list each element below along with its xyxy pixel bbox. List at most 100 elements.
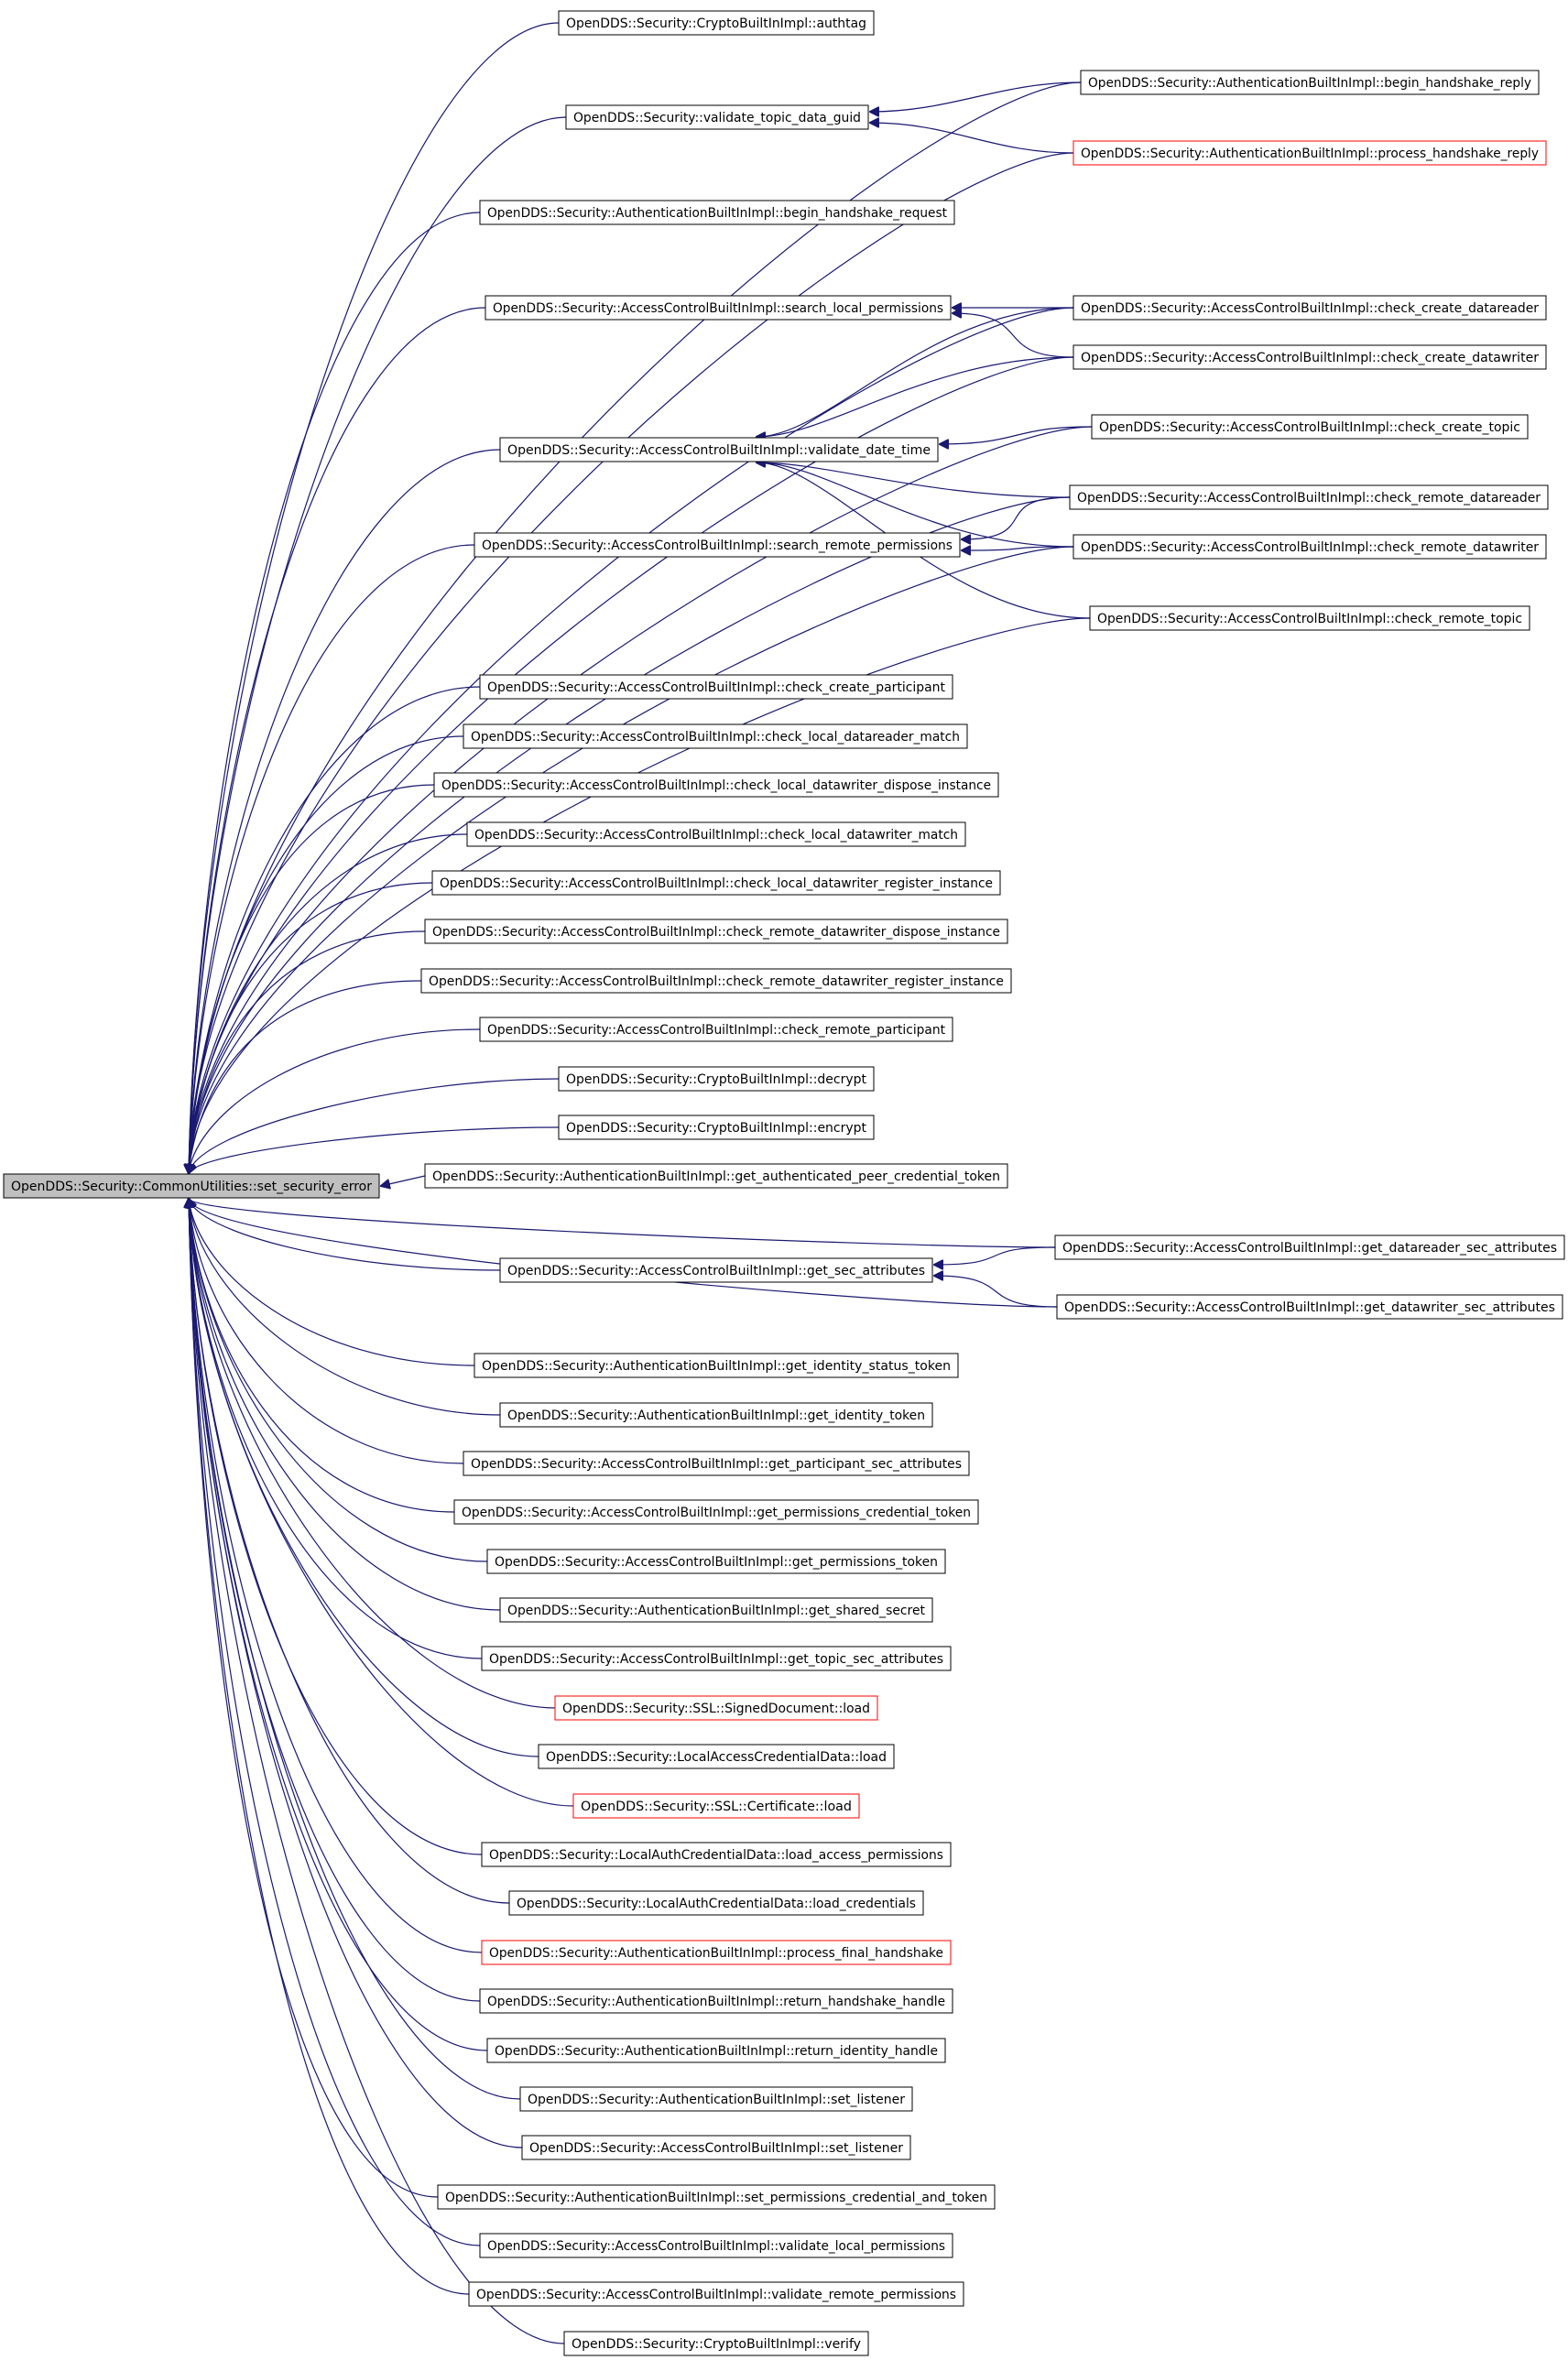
caller-function-node[interactable]: OpenDDS::Security::AccessControlBuiltInI… [463, 1451, 970, 1476]
node-box [463, 1451, 970, 1476]
node-box [420, 968, 1012, 994]
caller-function-node[interactable]: OpenDDS::Security::AccessControlBuiltInI… [499, 437, 939, 462]
caller-function-node[interactable]: OpenDDS::Security::AccessControlBuiltInI… [479, 674, 953, 700]
caller-function-node[interactable]: OpenDDS::Security::AuthenticationBuiltIn… [479, 1988, 953, 2014]
call-edge [189, 1199, 556, 1709]
call-edge [189, 1199, 523, 2148]
node-box [554, 1695, 878, 1721]
caller-function-node[interactable]: OpenDDS::Security::AccessControlBuiltInI… [479, 1017, 953, 1042]
node-box [499, 437, 939, 462]
node-box [481, 1940, 952, 1965]
caller-function-node[interactable]: OpenDDS::Security::AccessControlBuiltInI… [433, 772, 999, 798]
call-edge [189, 496, 1071, 1173]
node-label: OpenDDS::Security::AccessControlBuiltInI… [1097, 612, 1522, 626]
call-edge [189, 1199, 464, 1464]
caller-function-node[interactable]: OpenDDS::Security::CryptoBuiltInImpl::au… [558, 10, 875, 36]
function-nodes: OpenDDS::Security::CommonUtilities::set_… [3, 10, 1565, 2356]
node-box [474, 532, 961, 558]
node-label: OpenDDS::Security::CryptoBuiltInImpl::en… [566, 1121, 867, 1136]
call-edge [757, 356, 1074, 437]
caller-function-node[interactable]: OpenDDS::Security::AccessControlBuiltInI… [1089, 605, 1530, 631]
caller-function-node[interactable]: OpenDDS::Security::SSL::Certificate::loa… [572, 1793, 860, 1819]
node-box [486, 2038, 946, 2063]
node-box [424, 919, 1008, 944]
caller-function-node[interactable]: OpenDDS::Security::CryptoBuiltInImpl::ve… [563, 2331, 869, 2356]
node-box [433, 772, 999, 798]
call-edge [189, 1199, 481, 2002]
caller-function-node[interactable]: OpenDDS::Security::AccessControlBuiltInI… [479, 2233, 953, 2258]
node-label: OpenDDS::Security::AccessControlBuiltInI… [1062, 1241, 1557, 1256]
call-edge [189, 1199, 521, 2100]
caller-function-node[interactable]: OpenDDS::Security::LocalAuthCredentialDa… [508, 1890, 924, 1916]
caller-function-node[interactable]: OpenDDS::Security::AccessControlBuiltInI… [420, 968, 1012, 994]
caller-function-node[interactable]: OpenDDS::Security::AccessControlBuiltInI… [468, 2281, 964, 2307]
caller-function-node[interactable]: OpenDDS::Security::AccessControlBuiltInI… [463, 723, 968, 749]
caller-function-node[interactable]: OpenDDS::Security::AuthenticationBuiltIn… [437, 2184, 996, 2210]
node-box [499, 1597, 933, 1623]
caller-function-node[interactable]: OpenDDS::Security::AccessControlBuiltInI… [1069, 484, 1549, 510]
caller-function-node[interactable]: OpenDDS::Security::LocalAuthCredentialDa… [481, 1842, 952, 1867]
caller-function-node[interactable]: OpenDDS::Security::AccessControlBuiltInI… [466, 821, 966, 847]
node-label: OpenDDS::Security::CryptoBuiltInImpl::au… [566, 16, 866, 31]
node-box [463, 723, 968, 749]
node-label: OpenDDS::Security::AccessControlBuiltInI… [507, 443, 931, 458]
call-edge [870, 123, 1074, 154]
node-label: OpenDDS::Security::AccessControlBuiltInI… [471, 730, 960, 745]
call-edge [189, 116, 567, 1173]
node-label: OpenDDS::Security::AccessControlBuiltInI… [529, 2141, 903, 2156]
caller-function-node[interactable]: OpenDDS::Security::AuthenticationBuiltIn… [481, 1940, 952, 1965]
node-box [1089, 605, 1530, 631]
caller-function-node[interactable]: OpenDDS::Security::AccessControlBuiltInI… [1073, 534, 1547, 560]
caller-function-node[interactable]: OpenDDS::Security::AccessControlBuiltInI… [481, 1646, 952, 1671]
caller-function-node[interactable]: OpenDDS::Security::AuthenticationBuiltIn… [519, 2086, 913, 2112]
call-edge [381, 1175, 426, 1186]
caller-function-node[interactable]: OpenDDS::Security::AccessControlBuiltInI… [1073, 295, 1547, 321]
node-box [466, 821, 966, 847]
caller-function-node[interactable]: OpenDDS::Security::AccessControlBuiltInI… [499, 1257, 933, 1283]
caller-function-node[interactable]: OpenDDS::Security::AccessControlBuiltInI… [521, 2135, 911, 2160]
call-edge [189, 686, 481, 1173]
call-edge [189, 307, 486, 1173]
node-label: OpenDDS::Security::AuthenticationBuiltIn… [487, 206, 947, 221]
node-box [1056, 1294, 1563, 1320]
caller-function-node[interactable]: OpenDDS::Security::AccessControlBuiltInI… [453, 1499, 979, 1525]
caller-function-node[interactable]: OpenDDS::Security::CryptoBuiltInImpl::en… [558, 1115, 875, 1140]
call-edge [953, 313, 1074, 358]
caller-function-node[interactable]: OpenDDS::Security::AuthenticationBuiltIn… [486, 2038, 946, 2063]
caller-function-node[interactable]: OpenDDS::Security::AccessControlBuiltInI… [1091, 414, 1529, 440]
caller-function-node[interactable]: OpenDDS::Security::AccessControlBuiltInI… [1056, 1294, 1563, 1320]
node-box [1054, 1234, 1565, 1260]
node-label: OpenDDS::Security::AccessControlBuiltInI… [441, 778, 991, 793]
caller-function-node[interactable]: OpenDDS::Security::AccessControlBuiltInI… [474, 532, 961, 558]
call-edge [189, 152, 1074, 1173]
caller-function-node[interactable]: OpenDDS::Security::AccessControlBuiltInI… [1054, 1234, 1565, 1260]
caller-function-node[interactable]: OpenDDS::Security::AccessControlBuiltInI… [485, 295, 952, 321]
caller-function-node[interactable]: OpenDDS::Security::AccessControlBuiltInI… [431, 870, 1001, 896]
call-edge [189, 1078, 560, 1173]
caller-function-node[interactable]: OpenDDS::Security::AuthenticationBuiltIn… [479, 200, 955, 225]
caller-function-node[interactable]: OpenDDS::Security::LocalAccessCredential… [538, 1744, 895, 1769]
root-function-node[interactable]: OpenDDS::Security::CommonUtilities::set_… [3, 1173, 380, 1199]
call-edge [189, 1199, 501, 1271]
node-box [474, 1353, 959, 1378]
call-edge [757, 462, 1074, 548]
caller-function-node[interactable]: OpenDDS::Security::CryptoBuiltInImpl::de… [558, 1066, 875, 1092]
caller-function-node[interactable]: OpenDDS::Security::AccessControlBuiltInI… [486, 1549, 946, 1574]
caller-function-node[interactable]: OpenDDS::Security::AuthenticationBuiltIn… [474, 1353, 959, 1378]
call-edge [934, 1246, 1056, 1265]
caller-function-node[interactable]: OpenDDS::Security::AuthenticationBuiltIn… [499, 1597, 933, 1623]
caller-function-node[interactable]: OpenDDS::Security::AuthenticationBuiltIn… [1080, 70, 1540, 95]
caller-function-node[interactable]: OpenDDS::Security::AuthenticationBuiltIn… [499, 1402, 933, 1428]
caller-function-node[interactable]: OpenDDS::Security::AuthenticationBuiltIn… [424, 1163, 1008, 1189]
call-edge [189, 1199, 483, 1855]
caller-function-node[interactable]: OpenDDS::Security::SSL::SignedDocument::… [554, 1695, 878, 1721]
call-edge [189, 1199, 483, 1659]
caller-function-node[interactable]: OpenDDS::Security::AccessControlBuiltInI… [424, 919, 1008, 944]
node-box [481, 1646, 952, 1671]
node-box [437, 2184, 996, 2210]
caller-function-node[interactable]: OpenDDS::Security::AuthenticationBuiltIn… [1073, 140, 1547, 166]
node-label: OpenDDS::Security::AuthenticationBuiltIn… [482, 1359, 951, 1374]
caller-function-node[interactable]: OpenDDS::Security::AccessControlBuiltInI… [1073, 344, 1547, 370]
caller-function-node[interactable]: OpenDDS::Security::validate_topic_data_g… [565, 104, 869, 130]
